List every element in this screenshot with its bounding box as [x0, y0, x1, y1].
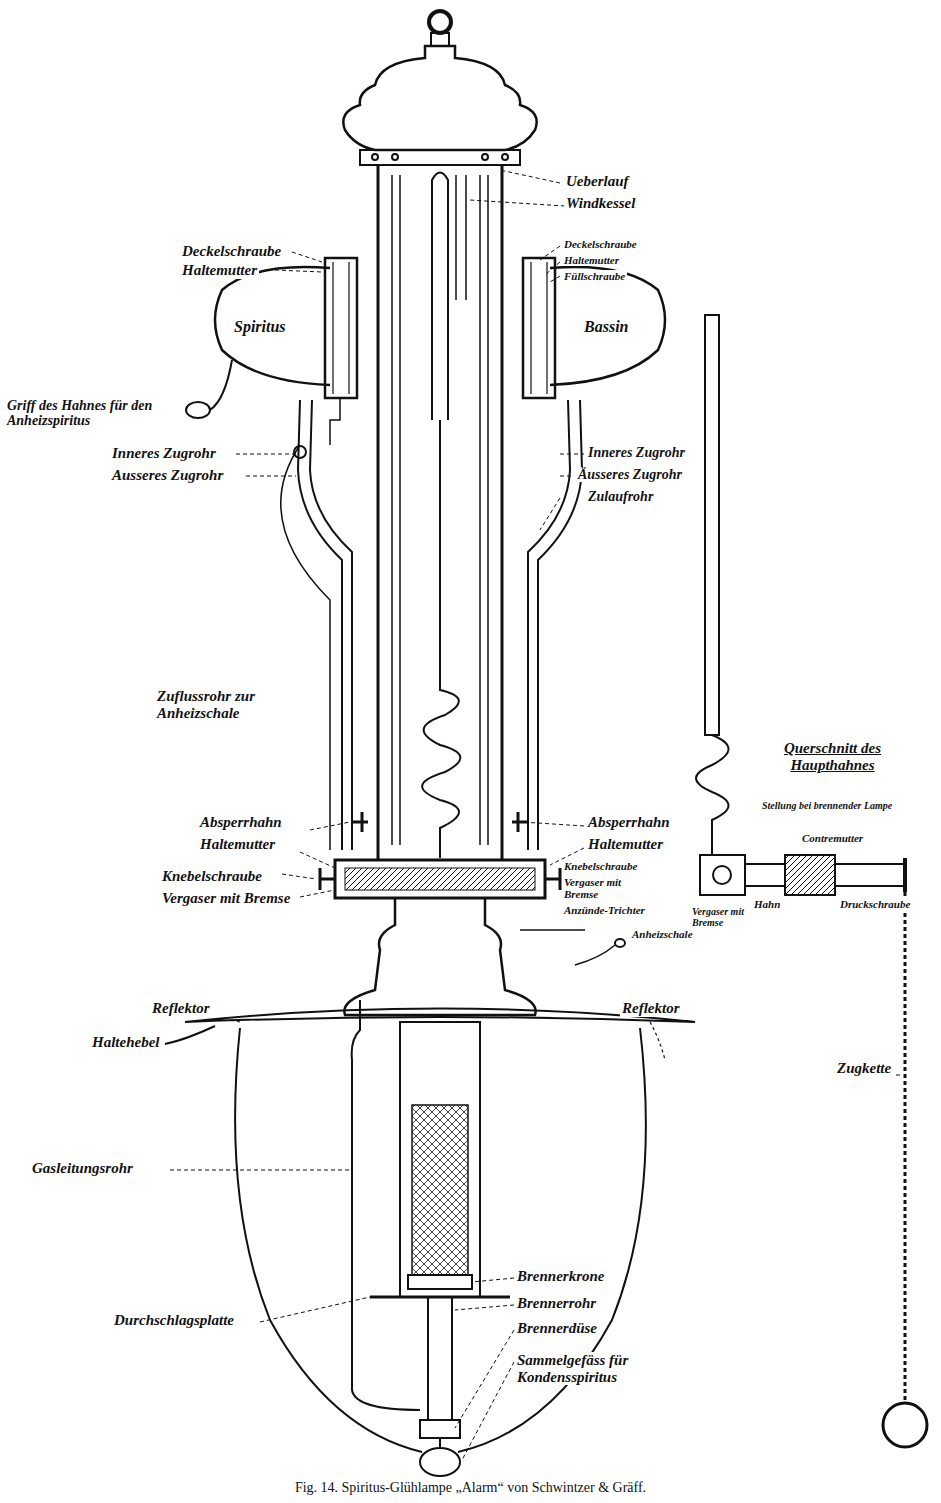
part-label: Knebelschraube	[160, 868, 264, 885]
part-label: Brennerkrone	[515, 1268, 607, 1285]
drawing-stroke	[333, 262, 349, 394]
drawing-stroke	[344, 898, 535, 1015]
drawing-stroke	[713, 866, 731, 884]
part-label: Haltemutter	[562, 254, 621, 266]
drawing-stroke	[422, 420, 460, 858]
part-label: Anheizschale	[630, 928, 695, 940]
drawing-stroke	[392, 154, 398, 160]
part-label: Haltemutter	[198, 836, 277, 853]
drawing-stroke	[165, 1026, 215, 1044]
drawing-stroke	[235, 1028, 646, 1452]
part-label: Druckschraube	[838, 898, 912, 910]
drawing-stroke	[482, 154, 488, 160]
drawing-stroke	[412, 1105, 468, 1275]
drawing-stroke	[700, 855, 745, 895]
drawing-stroke	[456, 175, 466, 300]
part-label: Ausseres Zugrohr	[110, 467, 225, 484]
drawing-stroke	[903, 858, 907, 892]
part-label: Durchschlagsplatte	[112, 1312, 236, 1329]
drawing-stroke	[335, 860, 545, 898]
part-label: Vergaser mit Bremse	[562, 876, 636, 900]
part-label: Vergaser mit Bremse	[690, 906, 746, 928]
part-label: Absperrhahn	[586, 814, 672, 831]
drawing-stroke	[531, 262, 547, 394]
part-label: Spiritus	[232, 318, 288, 336]
drawing-stroke	[545, 868, 560, 890]
drawing-stroke	[408, 1275, 472, 1289]
part-label: Contremutter	[800, 832, 865, 844]
drawing-stroke	[439, 1438, 441, 1448]
part-label: Absperrhahn	[198, 814, 284, 831]
part-label: Brennerrohr	[515, 1295, 598, 1312]
drawing-stroke	[294, 446, 306, 458]
part-label: Windkessel	[564, 195, 637, 212]
part-label: Inneres Zugrohr	[586, 445, 687, 460]
drawing-stroke	[432, 173, 448, 421]
part-label: Knebelschraube	[562, 860, 639, 872]
drawing-stroke	[785, 855, 835, 895]
part-label: Gasleitungsrohr	[30, 1160, 135, 1177]
part-label: Ueberlauf	[564, 173, 631, 190]
part-label: Griff des Hahnes für den Anheizspiritus	[5, 398, 184, 429]
drawing-stroke	[210, 360, 232, 410]
drawing-stroke	[520, 930, 615, 965]
part-label: Hahn	[752, 898, 782, 910]
drawing-stroke	[428, 1297, 452, 1420]
drawing-stroke	[550, 267, 665, 385]
drawing-stroke	[745, 864, 785, 886]
drawing-stroke	[705, 315, 719, 735]
part-label: Zulaufrohr	[586, 489, 655, 504]
drawing-stroke	[370, 1296, 510, 1299]
part-label: Vergaser mit Bremse	[160, 890, 292, 907]
drawing-stroke	[352, 812, 528, 832]
drawing-stroke	[528, 400, 582, 850]
drawing-stroke	[325, 258, 357, 398]
part-label: Sammelgefäss für Kondensspiritus	[515, 1352, 729, 1385]
drawing-stroke	[170, 170, 902, 1460]
drawing-stroke	[378, 165, 502, 860]
drawing-stroke	[431, 33, 449, 46]
drawing-stroke	[360, 150, 520, 165]
part-label: Deckelschraube	[180, 243, 283, 260]
drawing-stroke	[343, 46, 536, 150]
drawing-stroke	[420, 1448, 460, 1476]
drawing-stroke	[185, 1009, 695, 1023]
drawing-stroke	[835, 864, 905, 886]
drawing-stroke	[420, 1420, 460, 1438]
drawing-stroke	[429, 11, 451, 33]
drawing-stroke	[696, 735, 729, 855]
drawing-stroke	[615, 939, 625, 947]
part-label: Haltemutter	[586, 836, 665, 853]
drawing-stroke	[372, 154, 378, 160]
drawing-stroke	[352, 1000, 420, 1410]
part-label: Reflektor	[620, 1000, 682, 1017]
part-label: Reflektor	[150, 1000, 212, 1017]
part-label: Haltemutter	[180, 262, 259, 279]
part-label: Querschnitt des Haupthahnes	[768, 740, 897, 773]
drawing-stroke	[650, 1022, 665, 1060]
drawing-stroke	[345, 868, 535, 890]
drawing-stroke	[883, 1403, 927, 1447]
part-label: Deckelschraube	[562, 238, 639, 250]
drawing-stroke	[320, 868, 335, 890]
drawing-stroke	[502, 154, 508, 160]
part-label: Haltehebel	[90, 1034, 162, 1051]
drawing-stroke	[904, 892, 907, 1400]
drawing-stroke	[215, 267, 330, 385]
drawing-stroke	[186, 402, 210, 418]
part-label: Äusseres Zugrohr	[576, 467, 684, 482]
drawing-stroke	[523, 258, 555, 398]
figure-caption: Fig. 14. Spiritus-Glühlampe „Alarm“ von …	[0, 1480, 941, 1496]
part-label: Bassin	[582, 318, 630, 336]
part-label: Füllschraube	[562, 270, 627, 282]
part-label: Brennerdüse	[515, 1320, 599, 1337]
drawing-stroke	[298, 400, 352, 850]
part-label: Zuflussrohr zur Anheizschale	[155, 688, 309, 721]
drawing-stroke	[400, 1022, 480, 1297]
part-label: Stellung bei brennender Lampe	[760, 800, 914, 811]
part-label: Inneres Zugrohr	[110, 445, 218, 462]
part-label: Anzünde-Trichter	[562, 904, 647, 916]
part-label: Zugkette	[835, 1060, 893, 1077]
